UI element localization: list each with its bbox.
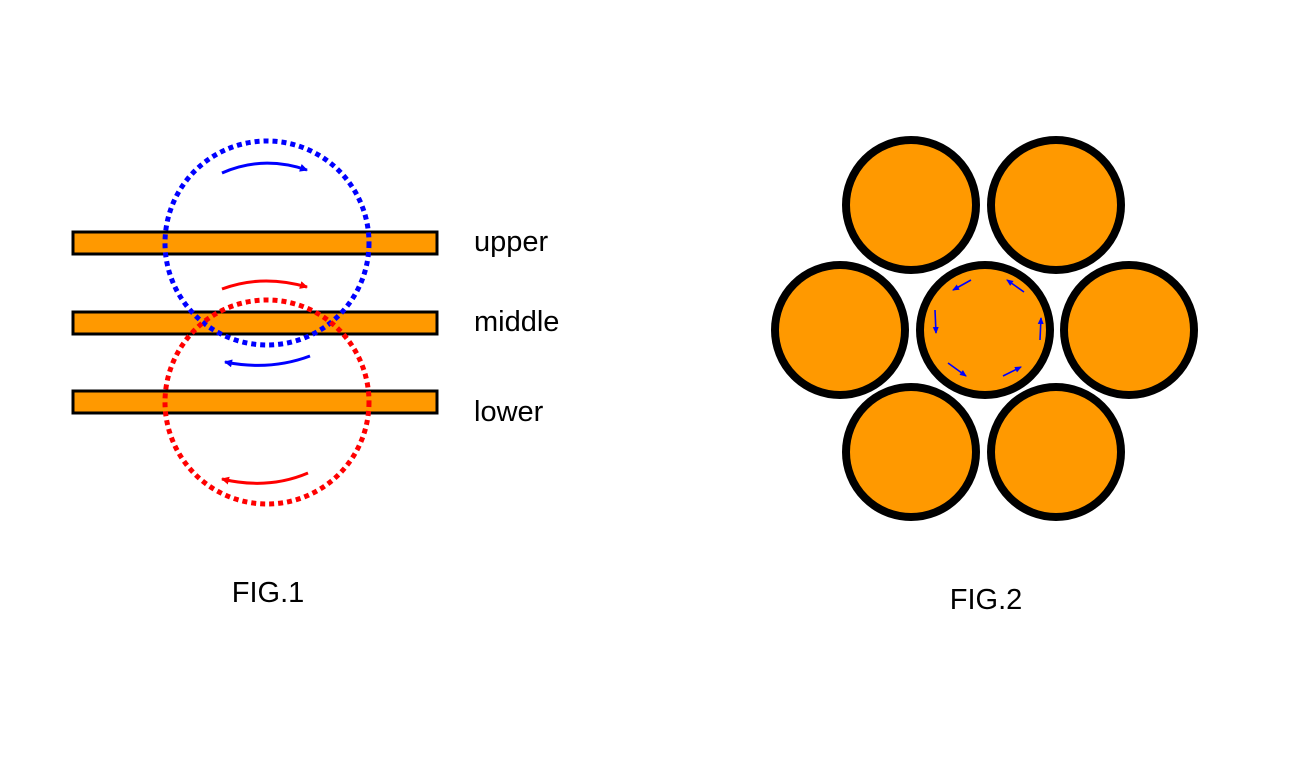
- center-current-arrows: [932, 279, 1044, 377]
- lower-field-loop: [162, 297, 372, 507]
- strand-center: [916, 261, 1054, 399]
- fig2-diagram: FIG.2: [771, 136, 1198, 616]
- upper-field-arrow-bottom: [224, 354, 311, 368]
- strand-top-left: [842, 136, 980, 274]
- fig1-diagram: upper middle lower FIG.1: [71, 138, 559, 609]
- middle-conductor-bar: [71, 310, 439, 336]
- current-arrow-right: [1037, 317, 1044, 341]
- lower-conductor-bar: [71, 389, 439, 415]
- upper-conductor-bar: [71, 230, 439, 256]
- lower-field-arrow-bottom: [221, 471, 309, 485]
- upper-field-loop: [162, 138, 372, 348]
- strand-bottom-left: [842, 383, 980, 521]
- strand-right: [1060, 261, 1198, 399]
- strand-top-right: [987, 136, 1125, 274]
- middle-label: middle: [474, 306, 559, 338]
- current-arrow-top-left: [952, 279, 972, 291]
- lower-label: lower: [474, 396, 544, 428]
- current-arrow-bottom-right: [1002, 366, 1022, 377]
- fig2-caption: FIG.2: [950, 584, 1023, 616]
- current-arrow-top-right: [1006, 279, 1025, 293]
- strand-bottom-right: [987, 383, 1125, 521]
- current-arrow-bottom-left: [947, 362, 967, 377]
- upper-field-arrow-top: [221, 161, 308, 175]
- current-arrow-left: [932, 309, 939, 334]
- upper-label: upper: [474, 226, 549, 258]
- lower-field-arrow-top: [221, 279, 308, 291]
- strand-left: [771, 261, 909, 399]
- fig1-caption: FIG.1: [232, 577, 305, 609]
